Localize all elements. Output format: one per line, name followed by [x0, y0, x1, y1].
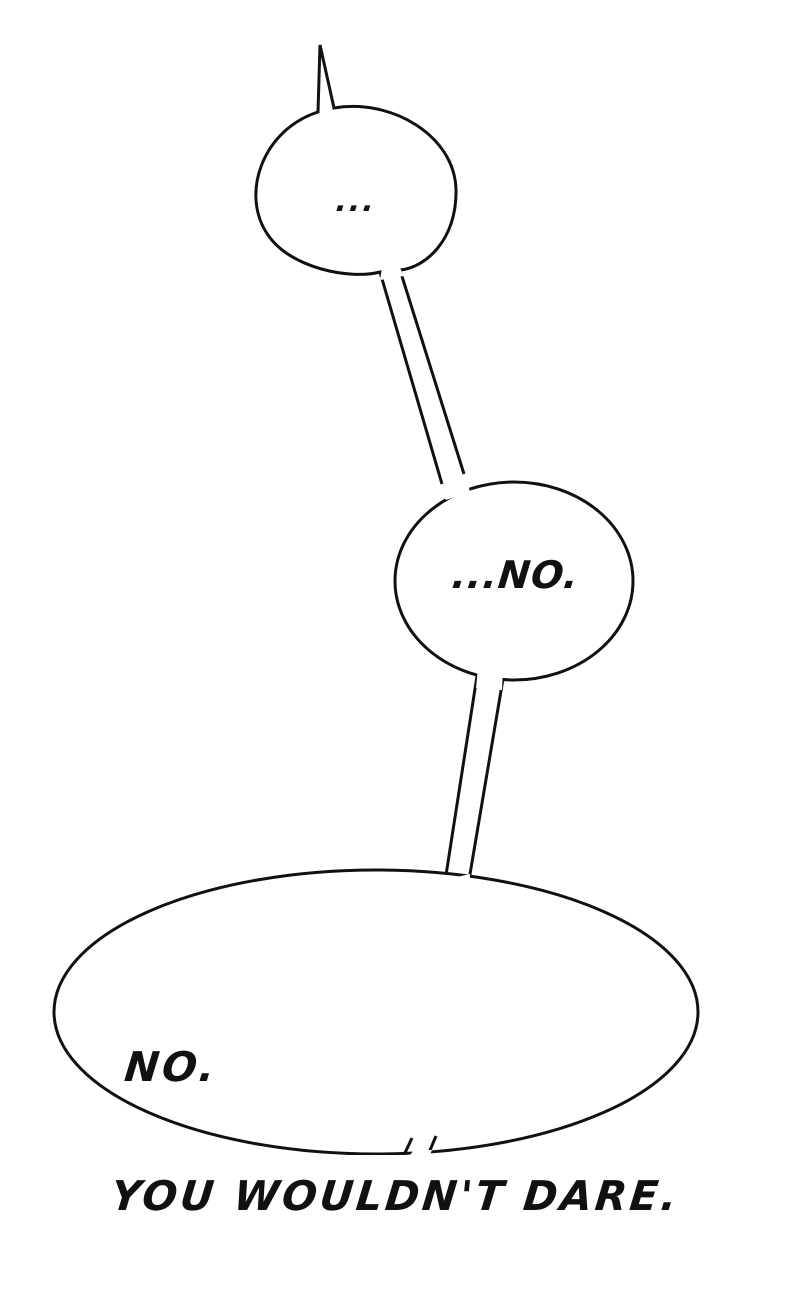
- bubble-2-text: ...NO.: [449, 553, 582, 597]
- bubble-connector-1: [378, 269, 466, 485]
- bubble-connector-2: [442, 675, 505, 889]
- bubble-3-line-2: YOU WOULDN'T DARE.: [108, 1172, 682, 1221]
- speech-bubble-chain: [52, 44, 700, 1155]
- speech-bubble-1: [254, 44, 458, 276]
- bubble-3-text: NO. YOU WOULDN'T DARE.: [100, 960, 704, 1304]
- bubble-1-text: ...: [334, 184, 379, 219]
- bubble-3-line-1: NO.: [122, 1043, 221, 1092]
- comic-panel: ... ...NO. NO. YOU WOULDN'T DARE.: [52, 44, 700, 1221]
- speech-bubble-3: [52, 868, 700, 1155]
- speech-bubble-2: [393, 480, 635, 682]
